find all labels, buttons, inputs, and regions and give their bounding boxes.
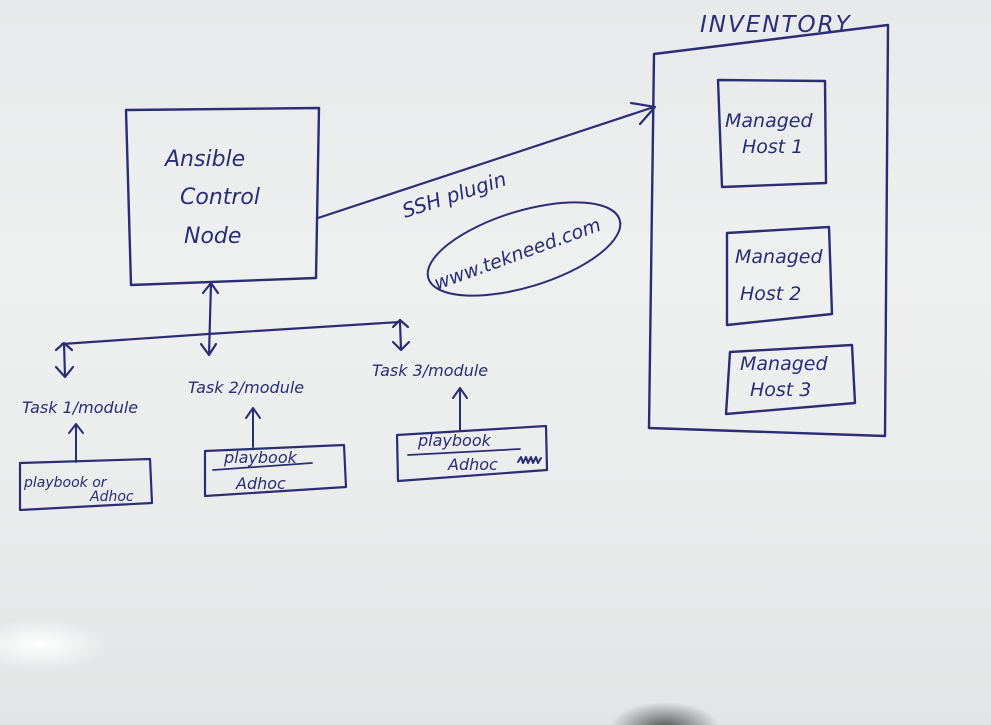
inventory-title: INVENTORY — [700, 12, 852, 38]
task-2-label: Task 2/module — [188, 378, 304, 397]
managed-host-3-line2: Host 3 — [750, 379, 811, 401]
task-2-input-arrow — [245, 407, 261, 448]
light-glare — [0, 619, 110, 671]
task-3-divider — [407, 448, 521, 456]
control-node-line3: Node — [184, 224, 241, 249]
task-2-source-line1: playbook — [223, 448, 298, 467]
task-2-group: Task 2/module playbook Adhoc — [188, 378, 348, 498]
task-3-label: Task 3/module — [372, 361, 488, 380]
ssh-arrow-line — [316, 105, 656, 220]
task-1-group: Task 1/module playbook or Adhoc — [18, 398, 154, 512]
task-1-label: Task 1/module — [22, 398, 138, 417]
watermark-text: www.tekneed.com — [431, 214, 604, 295]
managed-host-1-line2: Host 1 — [742, 136, 803, 158]
task-bus — [54, 281, 411, 379]
inventory-group: INVENTORY Managed Host 1 Managed Host 2 … — [647, 12, 890, 438]
bus-to-task3-arrow — [391, 318, 411, 352]
watermark-oval — [426, 201, 622, 297]
task-2-source-line2: Adhoc — [235, 474, 286, 493]
managed-host-1-box — [716, 78, 828, 189]
control-node-line2: Control — [180, 185, 260, 210]
task-3-source-box — [395, 424, 549, 483]
task-1-input-arrow — [68, 423, 84, 463]
bus-to-task1-arrow — [54, 341, 75, 379]
managed-host-2-line1: Managed — [735, 246, 823, 268]
control-node-box — [124, 106, 321, 287]
managed-host-3-line1: Managed — [740, 353, 828, 375]
task-3-input-arrow — [452, 387, 468, 431]
task-3-scribble — [517, 456, 542, 464]
task-3-source-line1: playbook — [417, 431, 492, 450]
ssh-connection: SSH plugin — [316, 101, 657, 223]
task-1-source-line2: Adhoc — [89, 489, 134, 505]
control-to-bus-arrow — [199, 281, 220, 357]
task-2-divider — [212, 462, 313, 471]
task-1-source-box — [18, 457, 154, 512]
ssh-arrow-head — [629, 101, 657, 126]
managed-host-2-line2: Host 2 — [740, 283, 801, 305]
inventory-box — [647, 23, 890, 438]
task-2-source-box — [203, 443, 348, 498]
control-node-line1: Ansible — [163, 147, 245, 172]
task-1-source-line1: playbook or — [23, 475, 108, 491]
task-3-source-line2: Adhoc — [447, 455, 498, 474]
control-node-group: Ansible Control Node — [124, 106, 321, 287]
bus-line — [60, 320, 402, 346]
managed-host-2-box — [725, 225, 834, 327]
managed-host-1-line1: Managed — [725, 110, 813, 132]
managed-host-3-box — [724, 343, 857, 416]
shadow-blob — [610, 702, 720, 725]
task-3-group: Task 3/module playbook Adhoc — [372, 361, 549, 483]
ssh-plugin-label: SSH plugin — [399, 167, 509, 223]
